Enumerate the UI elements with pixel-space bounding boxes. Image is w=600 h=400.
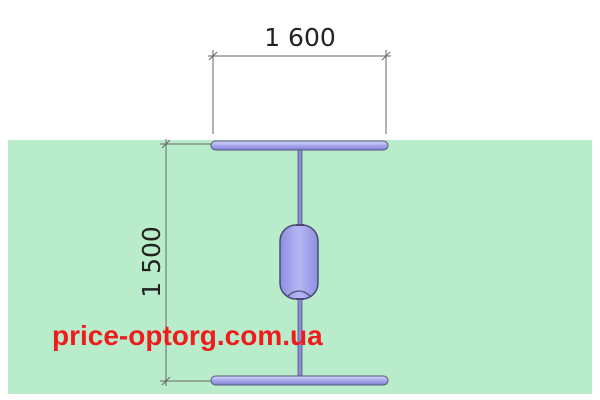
bottom-cross-bar (210, 375, 389, 386)
seat (279, 224, 319, 300)
length-dimension (160, 139, 212, 386)
width-tick-left (208, 51, 218, 61)
top-cross-bar (210, 140, 389, 151)
watermark-text: price-optorg.com.ua (52, 320, 323, 351)
width-dimension-label: 1 600 (264, 23, 336, 52)
seat-backrest-curve (287, 290, 311, 297)
seat-body (279, 224, 319, 300)
length-dimension-label: 1 500 (137, 226, 166, 298)
width-dimension (208, 50, 391, 134)
length-tick-bottom (161, 376, 171, 386)
width-tick-right (381, 51, 391, 61)
length-tick-top (161, 139, 171, 149)
